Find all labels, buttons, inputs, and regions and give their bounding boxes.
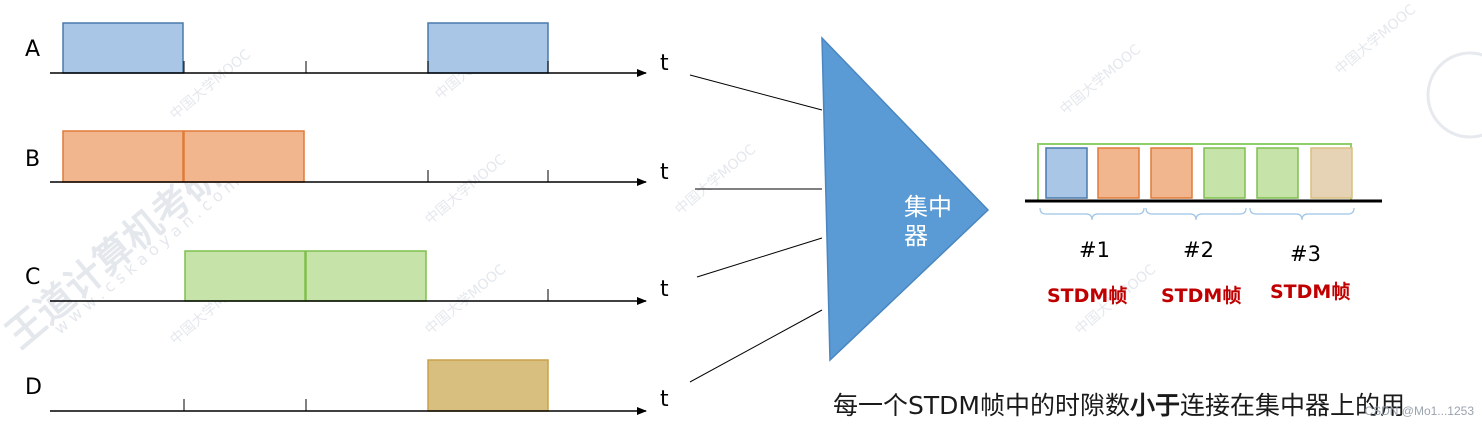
data-block-b2 [183, 130, 305, 183]
channel-label-b: B [25, 147, 40, 172]
concentrator: 集中 器 [821, 36, 990, 362]
credit-watermark: CSDN @Mo1...1253 [1364, 404, 1474, 418]
data-block-c2 [305, 250, 427, 302]
concentrator-shape [821, 36, 990, 362]
time-slot [1310, 147, 1353, 199]
watermark-course: 中国大学MOOC [422, 151, 509, 228]
data-block-a2 [427, 22, 549, 74]
frame-label-2: STDM帧 [1161, 284, 1241, 307]
time-slot [1150, 147, 1193, 199]
input-line-d [689, 309, 823, 383]
watermark-seal [1426, 51, 1482, 139]
time-slot [1097, 147, 1140, 199]
concentrator-label-line2: 器 [904, 222, 928, 250]
data-block-b1 [62, 130, 184, 183]
data-block-d1 [427, 359, 549, 412]
channel-a: A t [25, 22, 669, 77]
data-block-a1 [62, 22, 184, 74]
axis-label-d: t [660, 387, 669, 412]
watermark-course: 中国大学MOOC [1332, 1, 1419, 78]
frame-number-2: #2 [1183, 238, 1214, 262]
channel-d: D t [25, 359, 669, 415]
axis-label-b: t [660, 160, 669, 185]
concentrator-label-line1: 集中 [904, 193, 952, 221]
frame-brace-3 [1249, 207, 1355, 221]
data-block-c1 [184, 250, 306, 302]
channel-b: B t [25, 130, 669, 186]
frame-number-3: #3 [1290, 242, 1321, 266]
concentrator-inputs [689, 74, 823, 383]
stdm-frame: #1 #2 #3 STDM帧 STDM帧 STDM帧 [1025, 143, 1382, 307]
axis-label-c: t [660, 277, 669, 302]
time-slot [1203, 147, 1246, 199]
channel-c: C t [25, 250, 669, 305]
input-line-c [696, 237, 823, 278]
input-line-a [689, 74, 823, 111]
caption-emphasis: 小于 [1129, 391, 1180, 420]
watermark-course: 中国大学MOOC [1057, 41, 1144, 118]
frame-number-1: #1 [1079, 238, 1110, 262]
time-slot [1045, 147, 1088, 199]
watermark-course: 中国大学MOOC [672, 141, 759, 218]
channel-label-a: A [25, 37, 40, 62]
frame-label-1: STDM帧 [1047, 284, 1127, 307]
frame-brace-1 [1039, 207, 1145, 221]
watermark-course: 中国大学MOOC [422, 261, 509, 338]
frame-brace-2 [1145, 207, 1247, 221]
caption-part: 连接在集中器上的用 [1179, 391, 1405, 420]
channel-label-d: D [25, 375, 42, 400]
frame-label-3: STDM帧 [1270, 280, 1350, 303]
axis-label-a: t [660, 51, 669, 76]
time-slot [1256, 147, 1299, 199]
channel-label-c: C [25, 265, 40, 290]
caption-part: 每一个STDM帧中的时隙数 [833, 391, 1130, 420]
caption-text: 每一个STDM帧中的时隙数小于连接在集中器上的用 [833, 384, 1473, 428]
